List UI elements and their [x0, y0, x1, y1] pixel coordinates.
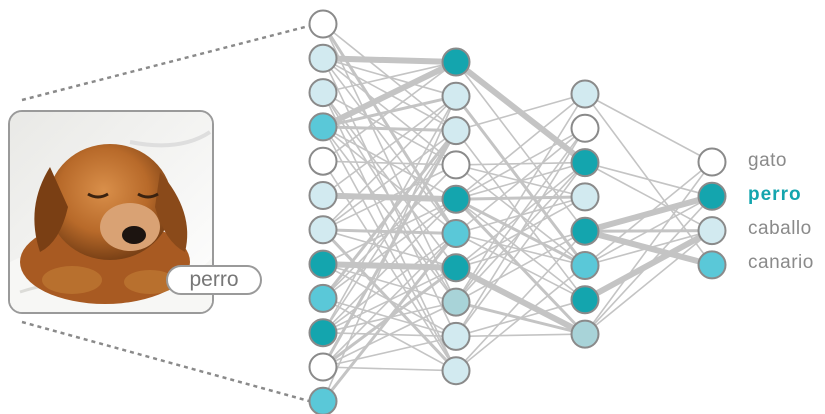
edge	[322, 301, 457, 368]
edge	[321, 59, 458, 130]
edge	[322, 95, 457, 231]
edge	[322, 198, 457, 334]
edge	[455, 127, 586, 303]
zoom-connector-lines	[21, 24, 310, 403]
edge	[322, 366, 457, 372]
output-label-canario: canario	[748, 252, 814, 273]
neuron-layer1-11	[308, 352, 338, 382]
neuron-layer3-5	[570, 216, 600, 246]
neuron-layer1-5	[308, 146, 338, 176]
neuron-layer3-3	[570, 148, 600, 178]
neuron-layer3-7	[570, 285, 600, 315]
neuron-layer2-7	[441, 253, 471, 283]
zoom-line-top	[21, 24, 310, 102]
network-edges	[321, 23, 714, 403]
photo-label: perro	[166, 265, 262, 295]
neuron-layer1-1	[308, 9, 338, 39]
neuron-layer4-3	[697, 216, 727, 246]
edge	[455, 127, 586, 235]
zoom-line-bottom	[21, 320, 310, 403]
neuron-layer3-8	[570, 319, 600, 349]
edge	[322, 164, 457, 231]
edge	[584, 161, 713, 232]
neuron-layer2-5	[441, 184, 471, 214]
edge	[322, 95, 457, 402]
neuron-layer4-4	[697, 250, 727, 280]
neuron-layer2-8	[441, 287, 471, 317]
edge	[455, 333, 586, 338]
neuron-layer3-1	[570, 79, 600, 109]
edge	[455, 93, 586, 303]
neuron-layer1-7	[308, 215, 338, 245]
edge	[322, 61, 457, 162]
neuron-layer1-10	[308, 318, 338, 348]
edge	[584, 195, 713, 335]
puppy-photo	[8, 110, 214, 314]
neuron-layer2-9	[441, 321, 471, 351]
neuron-layer1-2	[308, 43, 338, 73]
neuron-layer4-1	[697, 147, 727, 177]
network-nodes	[308, 9, 727, 414]
neuron-layer1-6	[308, 181, 338, 210]
edge	[584, 93, 713, 163]
neuron-layer3-2	[570, 113, 600, 143]
neuron-layer2-6	[441, 219, 471, 248]
edge	[322, 130, 457, 334]
neuron-layer1-12	[308, 386, 338, 414]
edge	[455, 127, 586, 200]
puppy-illustration	[10, 112, 212, 312]
edge	[584, 161, 713, 198]
edge	[322, 61, 457, 94]
output-label-gato: gato	[748, 150, 787, 171]
neuron-layer4-2	[697, 181, 727, 211]
neuron-layer2-3	[441, 116, 471, 146]
edge	[584, 161, 713, 267]
edge	[322, 335, 457, 368]
edge	[584, 161, 713, 335]
neuron-layer2-1	[441, 47, 471, 77]
edge	[455, 93, 586, 200]
neuron-layer1-4	[308, 112, 338, 142]
edge	[322, 232, 457, 334]
edge	[322, 55, 457, 65]
edge	[455, 162, 586, 337]
neuron-layer2-2	[441, 81, 471, 111]
edge	[455, 93, 586, 132]
edge	[322, 232, 457, 368]
edge	[455, 264, 586, 372]
edge	[455, 230, 586, 303]
output-label-caballo: caballo	[748, 218, 812, 239]
edge	[584, 229, 713, 335]
neuron-layer3-4	[570, 182, 600, 212]
neuron-layer1-9	[308, 283, 338, 313]
neuron-layer2-10	[441, 356, 471, 386]
neuron-layer1-8	[308, 249, 338, 279]
edge	[455, 127, 586, 337]
neuron-layer2-4	[441, 150, 471, 180]
neuron-layer1-3	[308, 78, 338, 108]
edge	[322, 125, 457, 133]
neuron-layer3-6	[570, 251, 600, 280]
edge	[584, 195, 713, 267]
edge	[321, 232, 458, 403]
output-label-perro: perro	[748, 184, 802, 205]
edge	[455, 230, 586, 372]
edge	[322, 95, 457, 197]
edge	[322, 95, 457, 334]
